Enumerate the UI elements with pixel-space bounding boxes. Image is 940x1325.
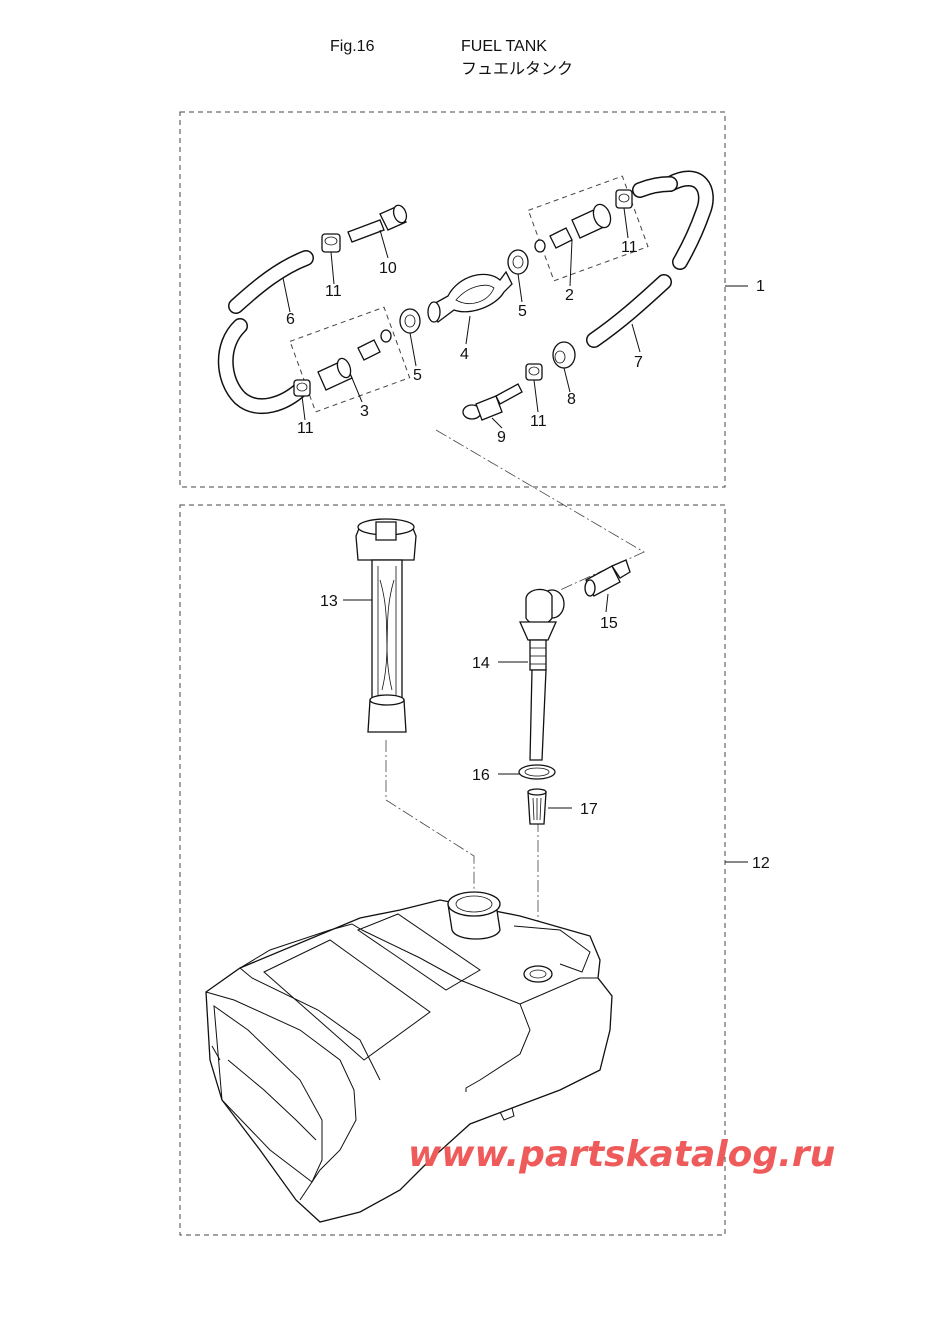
primer-bulb-4 <box>427 270 513 323</box>
callout-4: 4 <box>460 346 469 363</box>
callout-11-c: 11 <box>621 239 638 256</box>
callout-15: 15 <box>600 615 618 632</box>
callout-3: 3 <box>360 403 369 420</box>
callout-9: 9 <box>497 429 506 446</box>
fitting-15 <box>584 559 631 597</box>
callout-16: 16 <box>472 767 490 784</box>
callout-17: 17 <box>580 801 598 818</box>
callout-11-a: 11 <box>325 283 342 300</box>
connector-2-box <box>527 175 649 282</box>
figure-number: Fig.16 <box>330 38 375 55</box>
callout-10: 10 <box>379 260 397 277</box>
fuel-tank-12 <box>205 891 613 1223</box>
nut-11-a <box>321 233 341 253</box>
callout-12: 12 <box>752 855 770 872</box>
callout-14: 14 <box>472 655 490 672</box>
nut-11-b <box>293 379 311 397</box>
fuel-tank-assembly-box <box>179 504 726 1236</box>
connector-9 <box>462 383 523 421</box>
leader-lines <box>282 207 748 863</box>
connector-10 <box>347 204 408 243</box>
nut-11-c <box>615 189 633 209</box>
callout-6: 6 <box>286 311 295 328</box>
figure-title: FUEL TANK <box>461 38 547 55</box>
collar-5-a <box>399 308 421 334</box>
o-ring-16 <box>518 764 556 780</box>
callout-13: 13 <box>320 593 338 610</box>
fitting-8 <box>552 341 576 369</box>
nut-11-d <box>525 363 543 381</box>
callout-2: 2 <box>565 287 574 304</box>
callout-1: 1 <box>756 278 765 295</box>
elbow-fitting-14 <box>518 588 565 761</box>
chain-line-9-15 <box>435 429 645 591</box>
hose-7 <box>586 170 714 348</box>
callout-8: 8 <box>567 391 576 408</box>
chain-line-13-tank <box>385 740 475 900</box>
filter-17 <box>527 788 547 825</box>
callout-11-d: 11 <box>530 413 547 430</box>
callout-5-a: 5 <box>413 367 422 384</box>
callout-5-b: 5 <box>518 303 527 320</box>
figure-title-japanese: フュエルタンク <box>461 59 574 78</box>
fuel-gauge-13 <box>355 518 417 733</box>
collar-5-b <box>507 249 529 275</box>
hose-6 <box>217 250 314 415</box>
connector-3-box <box>289 306 411 413</box>
watermark-text: www.partskatalog.ru <box>408 1134 836 1175</box>
connector-2 <box>534 203 612 253</box>
callout-7: 7 <box>634 354 643 371</box>
fuel-line-assembly-box <box>179 111 726 488</box>
callout-11-b: 11 <box>297 420 314 437</box>
connector-3 <box>317 329 392 391</box>
